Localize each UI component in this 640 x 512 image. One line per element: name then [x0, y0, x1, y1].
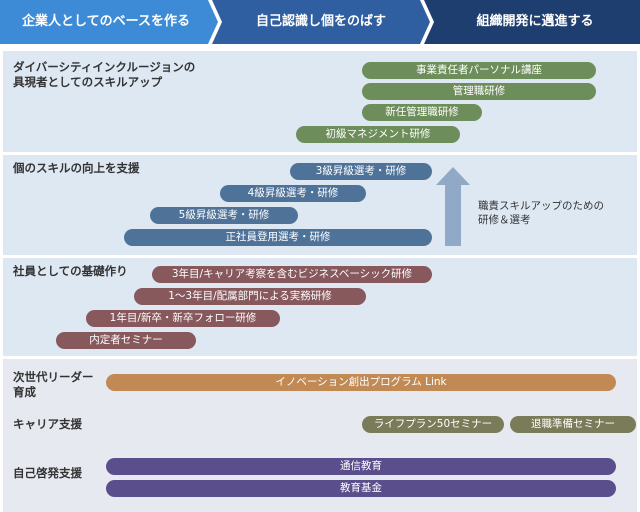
self-development-label: 自己啓発支援: [13, 466, 82, 480]
career-support-label: キャリア支援: [13, 417, 82, 431]
up-arrow-icon: [436, 167, 470, 246]
chevron-step-2: [212, 0, 430, 44]
bar-new-manager-training: 新任管理職研修: [362, 104, 482, 121]
bar-innovation-program: イノベーション創出プログラム Link: [106, 374, 616, 391]
chevron-step-3: [424, 0, 640, 44]
bar-practical-training: 1～3年目/配属部門による実務研修: [134, 288, 366, 305]
chevron-steps: [0, 0, 640, 44]
bar-first-year-training: 1年目/新卒・新卒フォロー研修: [86, 310, 280, 327]
next-leader-label: 次世代リーダー 育成: [13, 370, 94, 399]
bar-correspondence-education: 通信教育: [106, 458, 616, 475]
bar-basic-management: 初級マネジメント研修: [296, 126, 460, 143]
chevron-step-1: [0, 0, 218, 44]
section-skill-label: 個のスキルの向上を支援: [13, 161, 140, 175]
bar-executive-personal: 事業責任者パーソナル講座: [362, 62, 596, 79]
bar-regular-employee-promotion: 正社員登用選考・研修: [124, 229, 432, 246]
bar-third-year-basic: 3年目/キャリア考察を含むビジネスベーシック研修: [152, 266, 432, 283]
bar-grade4-promotion: 4級昇級選考・研修: [220, 185, 366, 202]
section-diversity-label: ダイバーシティインクルージョンの 具現者としてのスキルアップ: [13, 60, 196, 89]
section-foundation-label: 社員としての基礎作り: [13, 264, 128, 278]
bar-grade5-promotion: 5級昇級選考・研修: [150, 207, 298, 224]
bar-life-plan-seminar: ライフプラン50セミナー: [362, 416, 504, 433]
bar-manager-training: 管理職研修: [362, 83, 596, 100]
bar-retirement-seminar: 退職準備セミナー: [510, 416, 636, 433]
bar-prospective-employee-seminar: 内定者セミナー: [56, 332, 196, 349]
process-header: 企業人としてのベースを作る 自己認識し個をのばす 組織開発に邁進する: [0, 0, 640, 44]
bar-education-fund: 教育基金: [106, 480, 616, 497]
arrow-note: 職責スキルアップのための 研修＆選考: [478, 200, 604, 226]
bar-grade3-promotion: 3級昇級選考・研修: [290, 163, 432, 180]
